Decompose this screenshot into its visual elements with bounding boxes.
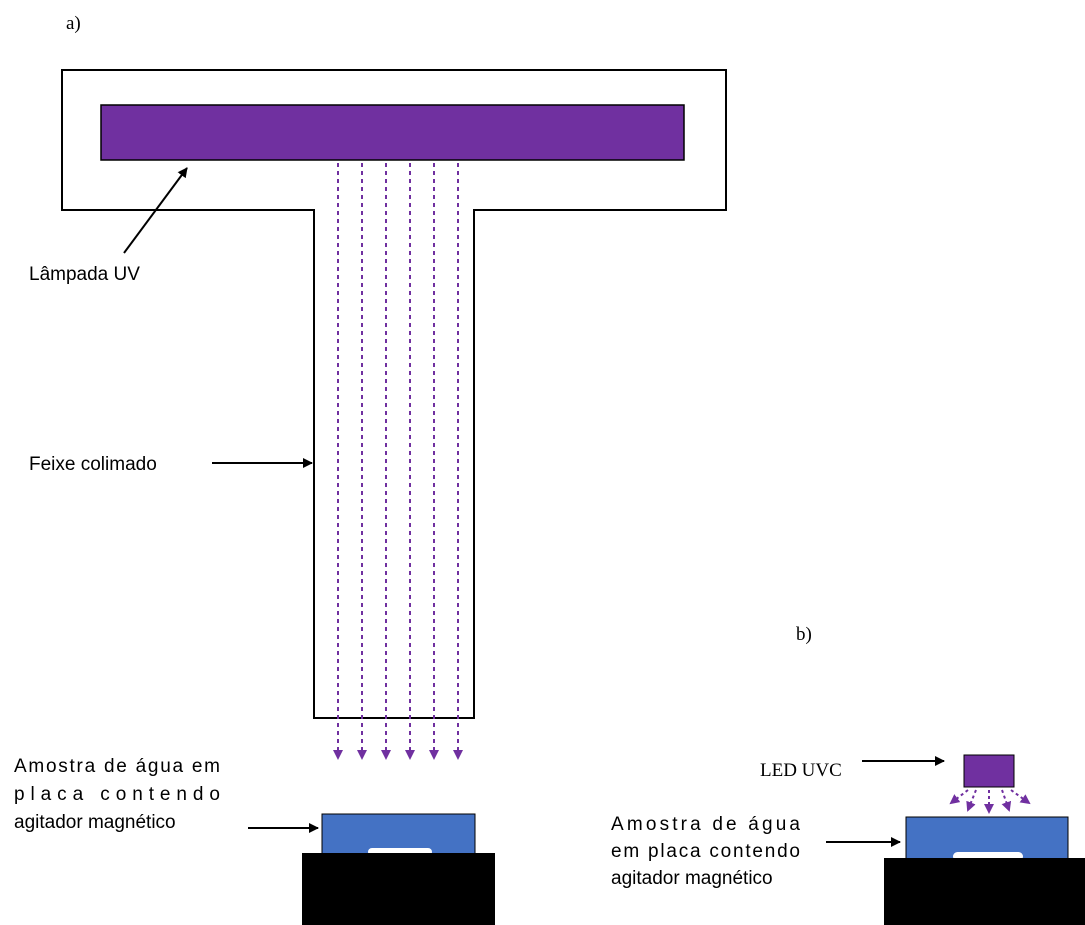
sample-label-b-line-1: Amostra de água xyxy=(611,814,800,835)
magnetic-stirrer-base-a xyxy=(302,853,495,925)
beam-label: Feixe colimado xyxy=(29,454,157,475)
led-ray xyxy=(966,789,977,812)
collimated-beam xyxy=(333,163,463,760)
magnetic-stirrer-base-b xyxy=(884,858,1085,925)
lamp-label: Lâmpada UV xyxy=(29,264,140,285)
sample-label-a-line-3: agitador magnético xyxy=(14,812,176,833)
led-ray xyxy=(1010,789,1031,805)
led-label: LED UVC xyxy=(760,760,842,781)
sample-label-b-line-3: agitador magnético xyxy=(611,868,773,889)
collimator-housing xyxy=(61,69,727,719)
panel-b-label: b) xyxy=(796,624,812,645)
led-uvc xyxy=(963,754,1015,788)
led-ray xyxy=(1001,789,1012,812)
sample-label-a-line-1: Amostra de água em xyxy=(14,756,220,777)
sample-label-b-line-2: em placa contendo xyxy=(611,841,800,862)
panel-a-label: a) xyxy=(66,13,81,34)
uv-lamp xyxy=(100,104,685,161)
lamp-pointer-arrow xyxy=(123,167,188,254)
led-emission xyxy=(949,789,1031,814)
sample-label-a-line-2: placa contendo xyxy=(14,784,220,805)
led-ray xyxy=(949,789,969,805)
